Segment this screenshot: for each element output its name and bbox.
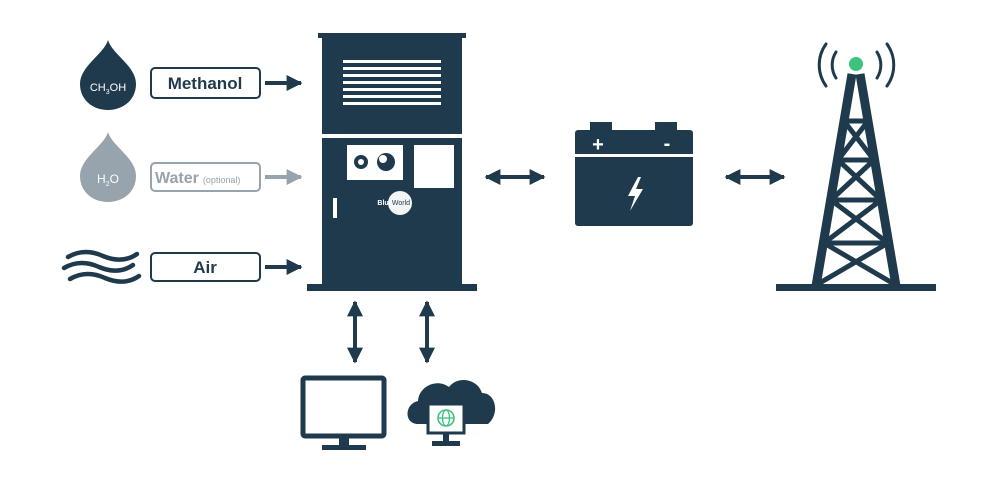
- knob-icon: [377, 153, 395, 171]
- tower-base: [776, 284, 936, 291]
- display-window: [414, 145, 454, 188]
- methanol-input: CH3OH Methanol: [80, 40, 303, 110]
- air-label-box: [150, 252, 261, 282]
- cloud-icon: [407, 380, 496, 446]
- air-label: Air: [193, 258, 217, 277]
- antenna-light: [849, 57, 863, 71]
- cabinet-base: [307, 284, 477, 291]
- door-handle: [333, 198, 337, 218]
- monitor-icon: [300, 375, 387, 450]
- drop-icon: [80, 40, 136, 110]
- methanol-formula: CH3OH: [90, 82, 126, 96]
- water-label-box: [150, 162, 261, 192]
- water-input: H2O Water(optional): [80, 132, 303, 202]
- cell-tower-icon: [776, 42, 936, 291]
- battery-icon: + -: [575, 122, 693, 226]
- brand-line1: Blue: [377, 200, 392, 207]
- drop-icon: [80, 132, 136, 202]
- wind-icon: [61, 249, 142, 284]
- air-input: Air: [61, 249, 303, 284]
- lightning-bolt-icon: [628, 177, 643, 211]
- methanol-label-box: [150, 67, 261, 99]
- methanol-label: Methanol: [168, 74, 243, 93]
- brand-logo: [388, 191, 412, 215]
- fuel-cell-cabinet-icon: Blue World: [307, 33, 477, 291]
- water-formula: H2O: [97, 172, 119, 188]
- water-label: Water(optional): [155, 170, 240, 187]
- vent-grille: [343, 60, 441, 105]
- battery-minus: -: [664, 133, 671, 155]
- battery-plus: +: [592, 134, 604, 156]
- brand-line2: World: [392, 200, 410, 207]
